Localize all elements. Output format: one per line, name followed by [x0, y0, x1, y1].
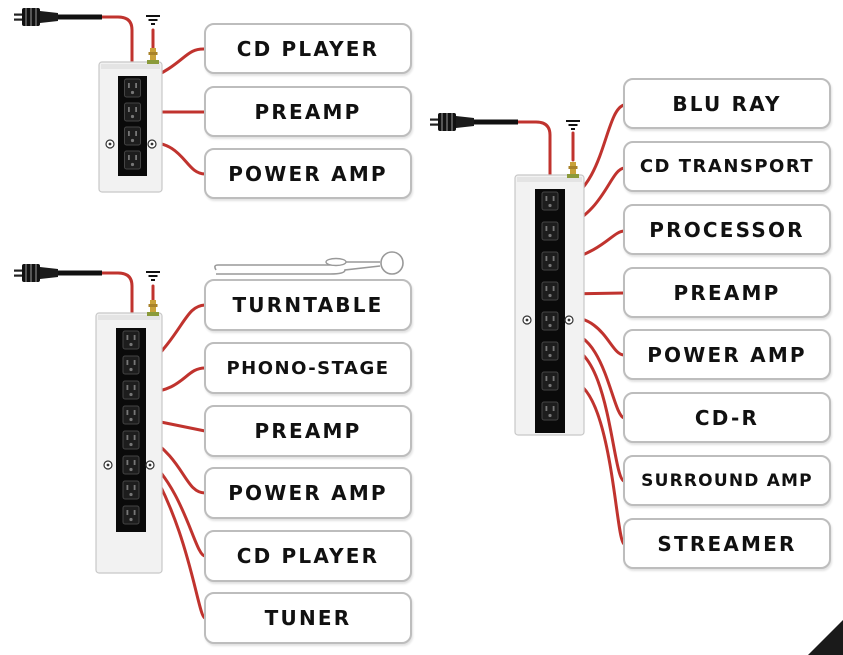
device-label-text: CD-R [694, 405, 760, 430]
device-label-text: BLU RAY [672, 91, 782, 116]
turntable-ground-wire-icon [214, 251, 404, 275]
device-label-text: CD PLAYER [236, 36, 380, 61]
page-corner-icon [808, 620, 843, 655]
device-label-text: POWER AMP [228, 481, 388, 505]
outlet-icon [541, 311, 559, 331]
device-label-text: PREAMP [673, 280, 781, 305]
power-plug-icon [430, 113, 518, 131]
outlet-icon [122, 480, 140, 500]
device-label-cd-player: CD PLAYER [204, 23, 412, 74]
device-label-processor: PROCESSOR [623, 204, 831, 255]
device-label-blu-ray: BLU RAY [623, 78, 831, 129]
ground-post-icon [147, 300, 159, 316]
power-strip [514, 174, 585, 436]
outlet-icon [124, 126, 141, 146]
device-label-cd-player: CD PLAYER [204, 530, 412, 582]
device-label-surround-amp: SURROUND AMP [623, 455, 831, 506]
ground-screw-icon [147, 139, 157, 149]
power-plug-icon [14, 8, 102, 26]
device-label-text: POWER AMP [647, 342, 807, 367]
power-strip [98, 61, 163, 193]
outlet-icon [122, 355, 140, 375]
device-label-power-amp: POWER AMP [623, 329, 831, 380]
outlet-icon [541, 191, 559, 211]
power-cable [78, 271, 134, 316]
outlet-icon [124, 150, 141, 170]
outlet-icon [124, 102, 141, 122]
ground-post-icon [567, 162, 579, 178]
outlet-icon [122, 430, 140, 450]
ground-screw-icon [103, 460, 113, 470]
ground-icon [566, 120, 580, 130]
outlet-icon [122, 405, 140, 425]
ground-icon [146, 271, 160, 281]
device-label-text: PHONO-STAGE [226, 357, 390, 379]
power-plug-icon [14, 264, 102, 282]
device-label-text: STREAMER [657, 531, 797, 556]
outlet-icon [122, 455, 140, 475]
device-label-preamp: PREAMP [204, 405, 412, 457]
device-label-text: PROCESSOR [649, 217, 805, 242]
device-label-text: POWER AMP [228, 161, 388, 186]
device-label-power-amp: POWER AMP [204, 148, 412, 199]
device-label-cd-r: CD-R [623, 392, 831, 443]
outlet-icon [122, 330, 140, 350]
power-strip [95, 312, 163, 574]
device-label-text: TURNTABLE [232, 293, 384, 317]
device-label-text: PREAMP [254, 99, 362, 124]
outlet-icon [541, 251, 559, 271]
ground-screw-icon [145, 460, 155, 470]
outlet-icon [541, 341, 559, 361]
device-label-streamer: STREAMER [623, 518, 831, 569]
device-label-text: CD PLAYER [236, 544, 380, 568]
device-label-text: CD TRANSPORT [639, 156, 815, 177]
power-cable [78, 15, 134, 66]
outlet-icon [541, 371, 559, 391]
device-label-preamp: PREAMP [204, 86, 412, 137]
outlet-icon [122, 380, 140, 400]
ground-screw-icon [105, 139, 115, 149]
power-cable [495, 120, 552, 180]
device-label-tuner: TUNER [204, 592, 412, 644]
ground-post-icon [147, 48, 159, 64]
outlet-icon [541, 221, 559, 241]
device-label-text: PREAMP [254, 419, 362, 443]
device-label-power-amp: POWER AMP [204, 467, 412, 519]
ground-icon [146, 15, 160, 25]
device-layer [14, 8, 843, 655]
device-label-text: TUNER [264, 606, 352, 630]
device-label-text: SURROUND AMP [641, 470, 813, 491]
outlet-icon [541, 281, 559, 301]
outlet-icon [541, 401, 559, 421]
outlet-icon [124, 78, 141, 98]
ground-screw-icon [522, 315, 532, 325]
ground-screw-icon [564, 315, 574, 325]
device-label-cd-transport: CD TRANSPORT [623, 141, 831, 192]
device-label-preamp: PREAMP [623, 267, 831, 318]
device-label-turntable: TURNTABLE [204, 279, 412, 331]
device-label-phono-stage: PHONO-STAGE [204, 342, 412, 394]
outlet-icon [122, 505, 140, 525]
